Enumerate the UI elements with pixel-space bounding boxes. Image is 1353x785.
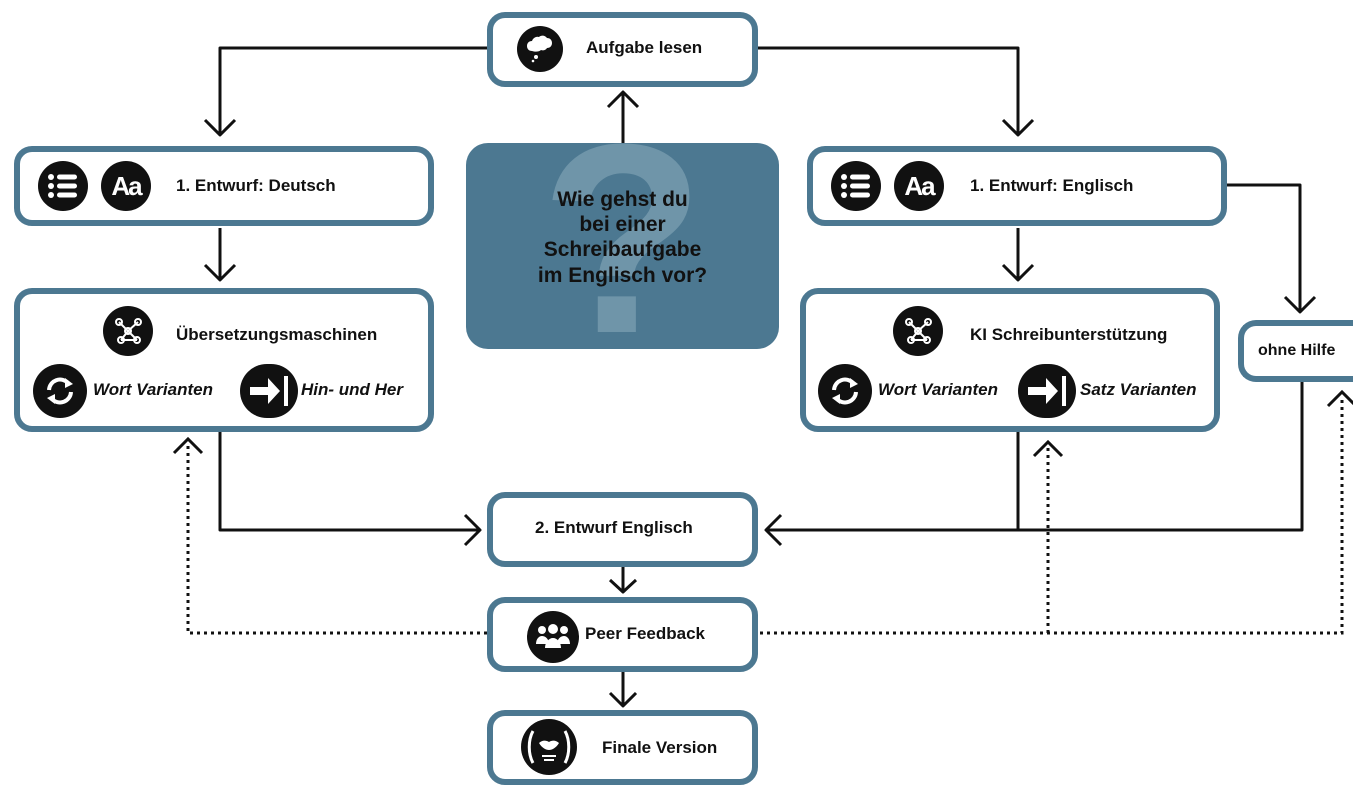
left-back-forth-label: Hin- und Her xyxy=(301,380,403,399)
question-line-4: im Englisch vor? xyxy=(537,263,708,287)
connector-draft-en-to-no-help xyxy=(1220,183,1302,312)
connector-translation-to-second xyxy=(218,432,480,532)
arrowhead xyxy=(608,691,638,708)
thought-cloud-icon xyxy=(517,26,563,72)
question-mark: ? xyxy=(540,143,705,349)
node-no-help xyxy=(1238,320,1353,382)
center-question-card: ? Wie gehst du bei einer Schreibaufgabe … xyxy=(466,143,779,349)
arrowhead xyxy=(1283,295,1317,314)
feedback-loop-left xyxy=(186,445,487,635)
arrowhead xyxy=(203,118,237,137)
no-help-label: ohne Hilfe xyxy=(1258,342,1336,359)
read-task-label: Aufgabe lesen xyxy=(586,38,703,57)
arrowhead xyxy=(203,263,237,282)
arrowhead xyxy=(1001,118,1035,137)
swap-arrows-icon xyxy=(240,364,298,418)
refresh-icon xyxy=(33,364,87,418)
second-draft-label: 2. Entwurf Englisch xyxy=(535,518,693,537)
network-graph-icon xyxy=(893,306,943,356)
question-line-2: bei einer xyxy=(579,213,666,237)
question-line-3: Schreibaufgabe xyxy=(543,238,702,262)
draft-german-label: 1. Entwurf: Deutsch xyxy=(176,176,336,195)
feedback-loop-right xyxy=(760,398,1344,635)
node-translation-machines xyxy=(14,288,434,432)
arrowhead xyxy=(606,90,640,109)
ai-writing-support-label: KI Schreibunterstützung xyxy=(970,325,1168,344)
connector-read-to-draft-de xyxy=(218,46,487,135)
speaking-mouth-icon xyxy=(521,719,577,775)
list-icon xyxy=(831,161,881,211)
arrowhead xyxy=(608,578,638,594)
node-ai-writing-support xyxy=(800,288,1220,432)
arrowhead xyxy=(172,436,204,455)
arrowhead xyxy=(1001,263,1035,282)
connector-no-help-to-second xyxy=(766,382,1304,532)
peer-feedback-label: Peer Feedback xyxy=(585,624,706,643)
right-sentence-variants-label: Satz Varianten xyxy=(1080,380,1197,399)
text-aa-icon: Aa xyxy=(894,161,944,211)
arrowhead xyxy=(764,513,783,547)
connector-read-to-draft-en xyxy=(758,46,1020,135)
list-icon xyxy=(38,161,88,211)
draft-english-label: 1. Entwurf: Englisch xyxy=(970,176,1134,195)
swap-arrows-icon xyxy=(1018,364,1076,418)
text-aa-icon: Aa xyxy=(101,161,151,211)
center-question-text: Wie gehst du bei einer Schreibaufgabe im… xyxy=(466,187,779,288)
arrowhead xyxy=(463,513,482,547)
translation-machines-label: Übersetzungsmaschinen xyxy=(176,325,378,344)
arrowhead xyxy=(1032,439,1064,458)
refresh-icon xyxy=(818,364,872,418)
arrowhead xyxy=(1326,389,1353,408)
node-second-draft xyxy=(487,492,758,567)
group-icon xyxy=(527,611,579,663)
right-word-variants-label: Wort Varianten xyxy=(878,380,998,399)
left-word-variants-label: Wort Varianten xyxy=(93,380,213,399)
final-version-label: Finale Version xyxy=(602,738,718,757)
network-graph-icon xyxy=(103,306,153,356)
question-line-1: Wie gehst du xyxy=(557,188,688,211)
